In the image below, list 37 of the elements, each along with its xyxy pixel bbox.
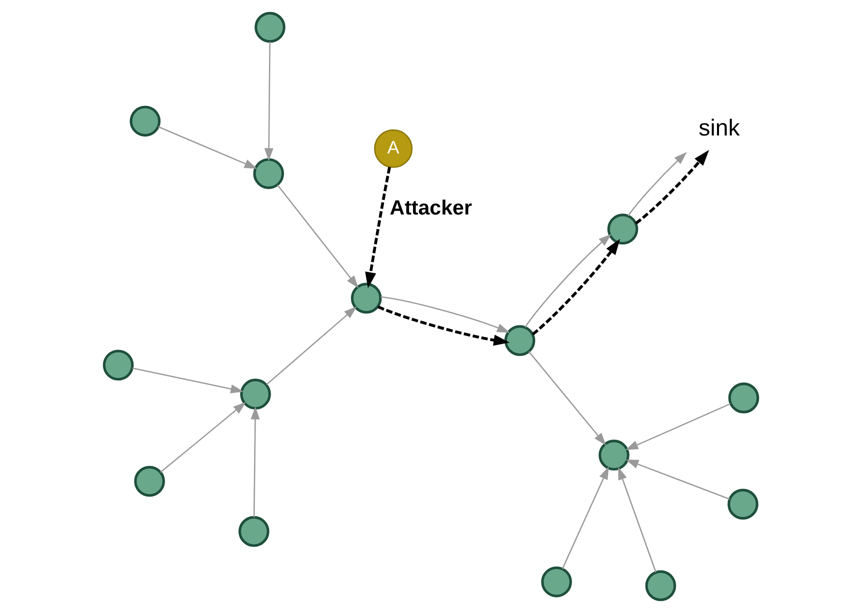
arrow (276, 184, 358, 288)
arrow (158, 126, 257, 169)
arrow (364, 166, 390, 288)
arrow (618, 466, 656, 572)
node-circle (350, 282, 382, 314)
node-circle (728, 382, 759, 414)
node-circle (606, 214, 638, 245)
node-circle (254, 12, 285, 43)
arrow (634, 150, 709, 224)
node-circle (238, 516, 269, 547)
arrow (531, 238, 620, 336)
node-label: Attacker (389, 196, 472, 220)
arrow (250, 406, 260, 518)
node-circle (252, 158, 284, 190)
arrow (377, 305, 510, 346)
node-circle (134, 466, 164, 497)
arrow (380, 296, 510, 333)
node-circle: A (374, 129, 412, 168)
node-circle (129, 106, 160, 137)
node-circle (727, 488, 758, 520)
arrow (627, 152, 686, 216)
arrow (132, 367, 244, 394)
arrow (264, 42, 273, 162)
arrow (528, 351, 606, 446)
arrow (160, 402, 246, 473)
node-text: sink (698, 114, 740, 141)
arrow (561, 466, 608, 570)
node-circle (540, 566, 572, 598)
node-circle (644, 570, 676, 602)
arrow (624, 403, 730, 450)
arrow (625, 460, 730, 500)
arrow (524, 234, 611, 328)
node-circle (598, 440, 629, 471)
node-circle (504, 325, 535, 356)
node-circle (240, 378, 270, 410)
arrow (266, 306, 356, 386)
node-circle (102, 350, 134, 381)
